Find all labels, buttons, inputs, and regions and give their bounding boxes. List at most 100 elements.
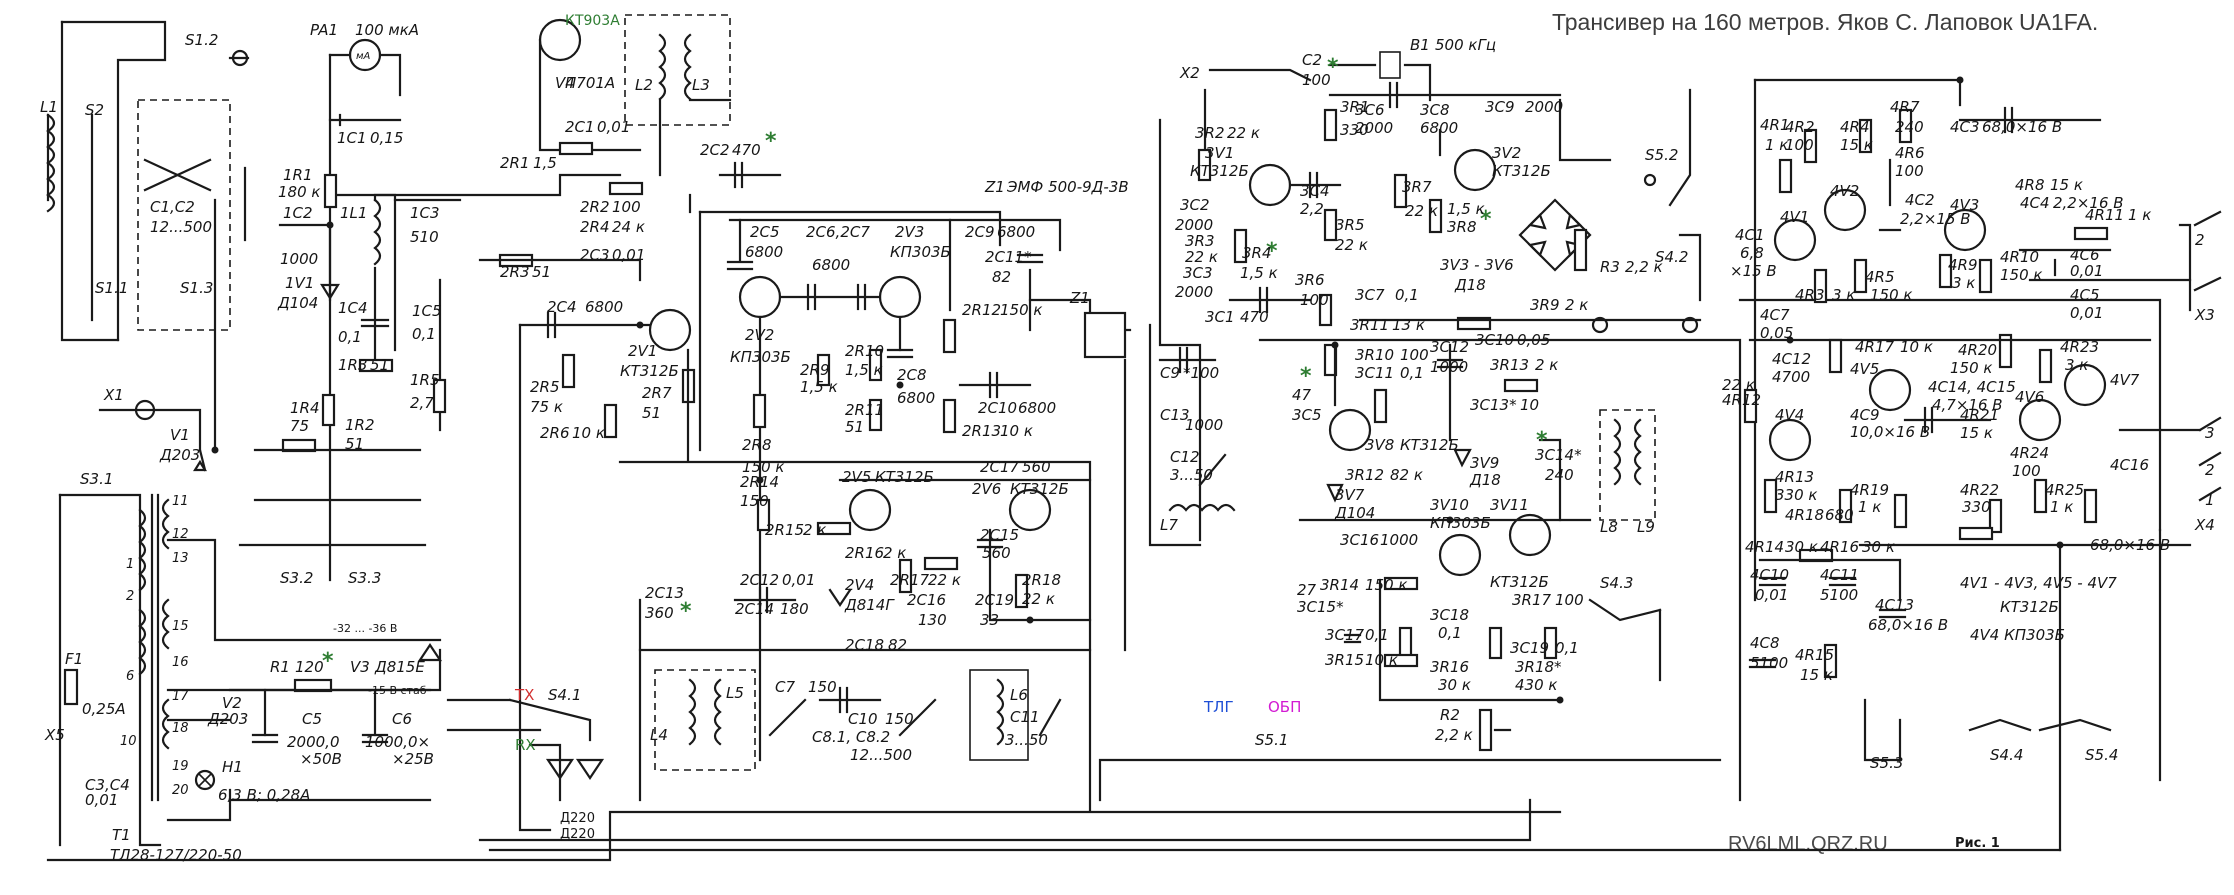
label: 68,0×16 В: [1982, 118, 2062, 136]
label: ×25В: [392, 750, 434, 768]
label: 1,5 к: [800, 378, 838, 396]
label: 4R12: [1722, 391, 1761, 409]
label: 0,01: [2070, 262, 2103, 280]
star-2c13: *: [680, 599, 692, 624]
star-3r4: *: [1266, 239, 1278, 264]
label: 3C10: [1475, 331, 1514, 349]
label: Д203: [207, 710, 248, 728]
label: 100: [1300, 291, 1329, 309]
label: 0,1: [412, 325, 436, 343]
label: Z1: [984, 178, 1005, 196]
label: 10,0×16 В: [1850, 423, 1930, 441]
label: 2C5: [750, 223, 780, 241]
label: R2: [1440, 706, 1460, 724]
label: 2C8: [897, 366, 927, 384]
label: 0,05: [1517, 331, 1550, 349]
label: 4V2: [1830, 182, 1859, 200]
label: 4R5: [1865, 268, 1895, 286]
label: 2V6: [972, 480, 1001, 498]
label: 3C14*: [1535, 446, 1582, 464]
label: 150 к: [1000, 301, 1042, 319]
label: 0,1: [1438, 624, 1462, 642]
label: 3C11: [1355, 364, 1394, 382]
tx-label: TX: [514, 686, 534, 704]
label: 82: [888, 636, 907, 654]
label: 2R17: [890, 571, 930, 589]
label: мА: [356, 51, 371, 62]
label: 0,01: [2070, 304, 2103, 322]
label: C3,C4: [85, 776, 130, 794]
label: КП303Б: [730, 348, 791, 366]
label: C6: [392, 710, 412, 728]
label: S1.1: [95, 279, 128, 297]
label: T1: [112, 826, 131, 844]
label: В1: [1410, 36, 1430, 54]
label: 2C15: [980, 526, 1019, 544]
label: 82: [992, 268, 1011, 286]
label: 6,8: [1740, 244, 1764, 262]
label: 4R9: [1948, 256, 1978, 274]
label: 3V8: [1365, 436, 1394, 454]
junctions: [211, 76, 2064, 704]
label: 0,01: [782, 571, 815, 589]
label: Д18: [1454, 276, 1486, 294]
label: 4C1: [1735, 226, 1765, 244]
label: 10 к: [1900, 338, 1933, 356]
label: 500 кГц: [1435, 36, 1496, 54]
label: П701А: [565, 74, 615, 92]
label: 68,0×16 В: [1868, 616, 1948, 634]
audio-stage-section: [638, 478, 1092, 802]
label: 5100: [1820, 586, 1858, 604]
label: 4R16: [1820, 538, 1859, 556]
label: 51: [345, 435, 364, 453]
label: 130: [918, 611, 947, 629]
label: 3R15: [1325, 651, 1364, 669]
label: R1: [270, 658, 290, 676]
label: 100: [2012, 462, 2041, 480]
label: C1,C2: [150, 198, 195, 216]
label: 6800: [1018, 399, 1056, 417]
label: PA1: [310, 21, 338, 39]
label: 4R6: [1895, 144, 1925, 162]
label: X3: [2194, 306, 2215, 324]
label: 10 к: [572, 424, 605, 442]
label: 2 к: [1565, 296, 1588, 314]
label: 4V4 КП303Б: [1970, 626, 2065, 644]
label: 4C14, 4C15: [1928, 378, 2016, 396]
label: 11: [172, 494, 189, 509]
label: 2R5: [530, 378, 560, 396]
label: S1.2: [185, 31, 218, 49]
star-c2: *: [1327, 55, 1339, 80]
label: S5.2: [1645, 146, 1678, 164]
label: L8: [1600, 518, 1618, 536]
label: КТ312Б: [875, 468, 934, 486]
label: 680: [1825, 506, 1854, 524]
label: 4R23: [2060, 338, 2099, 356]
label: КТ312Б: [1492, 162, 1551, 180]
label: КП303Б: [890, 243, 951, 261]
label: 18: [172, 721, 189, 736]
s41-switch: [446, 698, 605, 802]
label: КТ312Б: [620, 362, 679, 380]
label: 3...50: [1005, 731, 1048, 749]
label: 4R24: [2010, 444, 2049, 462]
label: L1: [40, 98, 58, 116]
label: 3C4: [1300, 182, 1330, 200]
star-3r8: *: [1480, 207, 1492, 232]
label: 4V3: [1950, 196, 1979, 214]
label: V2: [222, 694, 242, 712]
label: 1: [126, 557, 134, 572]
label: ТЛ28-127/220-50: [110, 846, 242, 864]
label: S3.3: [348, 569, 381, 587]
label: ×15 В: [1730, 262, 1777, 280]
label: Д104: [1334, 504, 1375, 522]
label: -32 ... -36 В: [333, 622, 397, 635]
label: 2R11: [845, 401, 884, 419]
figure-label: Рис. 1: [1955, 836, 2000, 851]
label: 3C17: [1325, 626, 1365, 644]
label: 1C2: [283, 204, 313, 222]
label: 82 к: [1390, 466, 1423, 484]
label: 3C8: [1420, 101, 1450, 119]
label: 0,01: [597, 118, 630, 136]
label: 3C9: [1485, 98, 1515, 116]
